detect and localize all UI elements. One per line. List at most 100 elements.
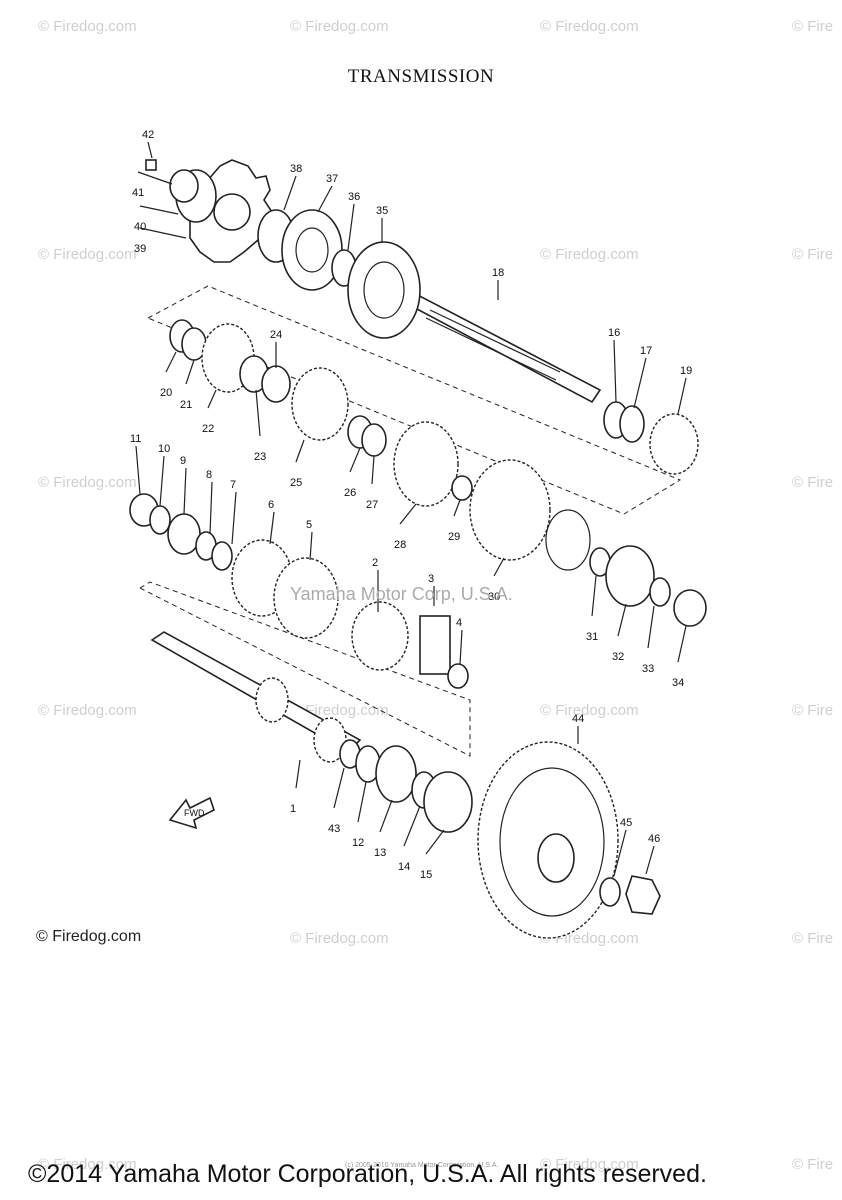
- fwd-label: FWD: [184, 808, 205, 818]
- leader-line: [617, 603, 627, 637]
- gear-28: [393, 421, 459, 507]
- part-number-25: 25: [290, 477, 302, 489]
- part-number-16: 16: [608, 327, 620, 339]
- part-number-22: 22: [202, 423, 214, 435]
- axle-spline: [429, 309, 561, 373]
- nut-46: [625, 875, 661, 915]
- part-number-28: 28: [394, 539, 406, 551]
- bearing-13: [375, 745, 417, 803]
- leader-line: [165, 351, 177, 373]
- sprocket-hub: [213, 193, 251, 231]
- part-number-19: 19: [680, 365, 692, 377]
- leader-line: [139, 227, 187, 239]
- bearing-37: [281, 209, 343, 291]
- part-number-41: 41: [132, 187, 144, 199]
- part-number-44: 44: [572, 713, 584, 725]
- leader-line: [185, 359, 195, 385]
- leader-line: [295, 759, 301, 789]
- part-number-8: 8: [206, 469, 212, 481]
- plate-34: [673, 589, 707, 627]
- gear-25: [291, 367, 349, 441]
- gear-5: [273, 557, 339, 639]
- part-number-31: 31: [586, 631, 598, 643]
- leader-line: [633, 357, 647, 409]
- part-number-9: 9: [180, 455, 186, 467]
- bearing-37-inner: [295, 227, 329, 273]
- part-number-10: 10: [158, 443, 170, 455]
- part-number-14: 14: [398, 861, 410, 873]
- part-number-43: 43: [328, 823, 340, 835]
- watermark: © Fire: [792, 246, 834, 263]
- leader-line: [399, 503, 417, 525]
- watermark: © Firedog.com: [540, 702, 639, 719]
- part-number-7: 7: [230, 479, 236, 491]
- leader-line: [613, 339, 617, 403]
- watermark: © Firedog.com: [540, 246, 639, 263]
- leader-line: [493, 557, 505, 577]
- part-labels: 1234567891011121314151617181920212223242…: [130, 129, 692, 881]
- part-number-1: 1: [290, 803, 296, 815]
- diagram-title: TRANSMISSION: [347, 66, 495, 87]
- part-number-30: 30: [488, 591, 500, 603]
- watermark: © Firedog.com: [38, 18, 137, 35]
- part-number-5: 5: [306, 519, 312, 531]
- part-number-15: 15: [420, 869, 432, 881]
- watermark: © Firedog.com: [38, 1156, 137, 1173]
- collar-24: [261, 365, 291, 403]
- washer-45: [599, 877, 621, 907]
- watermark: © Firedog.com: [38, 246, 137, 263]
- center-watermark: Yamaha Motor Corp, U.S.A.: [290, 584, 513, 604]
- cotter-pin: [145, 159, 157, 171]
- leader-line: [317, 185, 333, 213]
- fwd-arrow: [168, 796, 215, 830]
- gear-30: [469, 459, 551, 561]
- part-number-2: 2: [372, 557, 378, 569]
- leader-line: [159, 455, 165, 507]
- leader-line: [309, 531, 313, 561]
- leader-line: [147, 141, 153, 159]
- leader-line: [269, 511, 275, 545]
- small-copyright: © Firedog.com: [36, 928, 142, 945]
- axle-spline-section: [313, 717, 347, 763]
- leader-line: [379, 799, 393, 833]
- part-number-36: 36: [348, 191, 360, 203]
- leader-line: [357, 781, 367, 823]
- watermark: © Fire: [792, 474, 834, 491]
- watermark: © Firedog.com: [38, 702, 137, 719]
- leader-line: [591, 575, 597, 617]
- part-number-24: 24: [270, 329, 282, 341]
- leader-line: [137, 171, 173, 185]
- leader-line: [255, 389, 261, 437]
- gear-19: [649, 413, 699, 475]
- leader-line: [677, 625, 687, 663]
- bearing-9: [167, 513, 201, 555]
- part-number-35: 35: [376, 205, 388, 217]
- watermark: © Fire: [792, 1156, 834, 1173]
- circlip-17: [619, 405, 645, 443]
- leader-line: [647, 605, 655, 649]
- watermark: © Fire: [792, 18, 834, 35]
- final-drive-gear-face: [499, 767, 605, 917]
- watermark: © Firedog.com: [38, 474, 137, 491]
- part-number-21: 21: [180, 399, 192, 411]
- leader-line: [645, 845, 655, 875]
- part-number-17: 17: [640, 345, 652, 357]
- final-drive-gear-hub: [537, 833, 575, 883]
- part-number-45: 45: [620, 817, 632, 829]
- leader-line: [371, 455, 375, 485]
- watermark: © Firedog.com: [290, 930, 389, 947]
- leader-line: [183, 467, 187, 515]
- part-number-26: 26: [344, 487, 356, 499]
- bearing-15: [423, 771, 473, 833]
- gear-2: [351, 601, 409, 671]
- leader-line: [459, 629, 463, 665]
- bearing-32: [605, 545, 655, 607]
- circlip-27: [361, 423, 387, 457]
- bearing-35-inner: [363, 261, 405, 319]
- leader-line: [349, 447, 361, 473]
- assembly-box-lower: [138, 581, 471, 757]
- part-number-11: 11: [130, 433, 141, 445]
- watermark: © Firedog.com: [290, 18, 389, 35]
- part-number-12: 12: [352, 837, 364, 849]
